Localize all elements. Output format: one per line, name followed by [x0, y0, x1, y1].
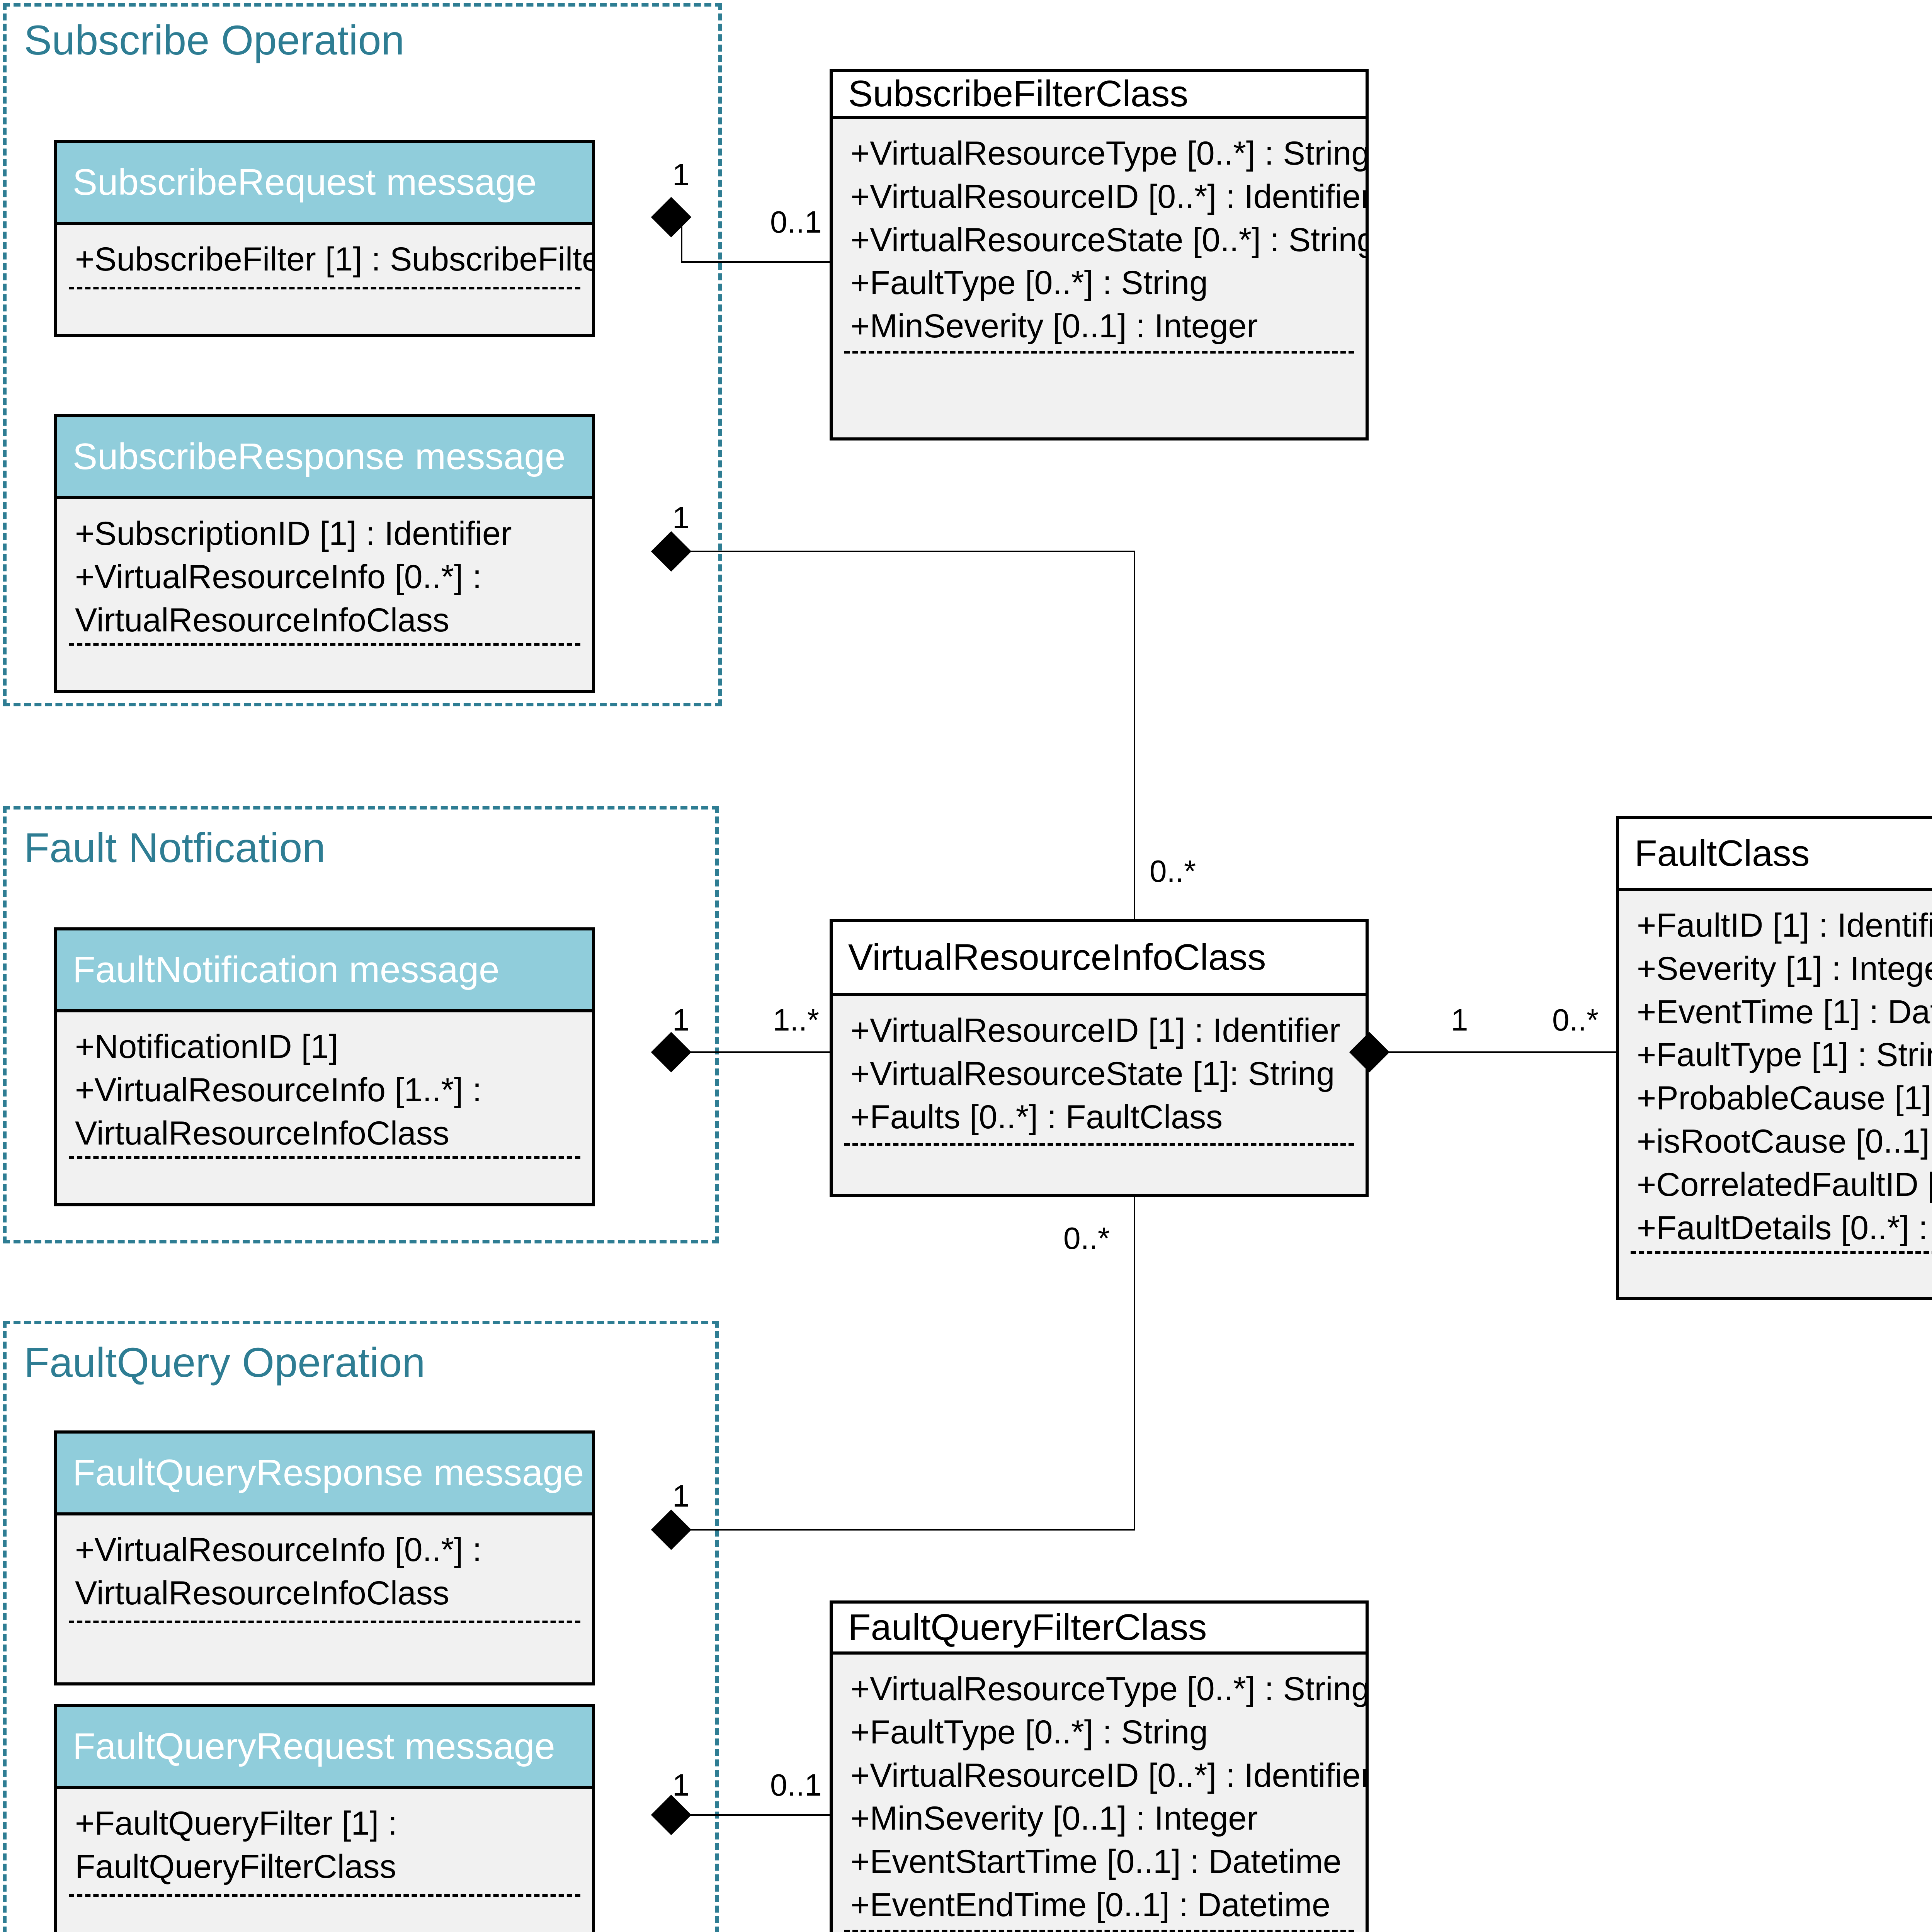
multiplicity-a1-source: 1	[672, 157, 690, 192]
connector-a1-horizontal	[681, 261, 830, 263]
box-title-subscribe-response: SubscribeResponse message	[57, 417, 592, 499]
box-subscribe-request[interactable]: SubscribeRequest message +SubscribeFilte…	[54, 140, 595, 337]
box-title-virtual-resource-info-class: VirtualResourceInfoClass	[833, 922, 1366, 996]
box-faultquery-filter-class[interactable]: FaultQueryFilterClass +VirtualResourceTy…	[830, 1600, 1369, 1932]
box-body-subscribe-response: +SubscriptionID [1] : Identifier +Virtua…	[57, 499, 592, 690]
box-virtual-resource-info-class[interactable]: VirtualResourceInfoClass +VirtualResourc…	[830, 919, 1369, 1197]
box-body-subscribe-filter-class: +VirtualResourceType [0..*] : String +Vi…	[833, 119, 1369, 437]
connector-a3-horizontal	[681, 1051, 832, 1053]
attribute-row: +FaultType [1] : String	[1637, 1036, 1932, 1074]
attribute-separator	[844, 351, 1354, 354]
attribute-row: +Severity [1] : Integer	[1637, 950, 1932, 987]
multiplicity-a4-target: 0..*	[1552, 1003, 1599, 1037]
box-body-faultquery-response: +VirtualResourceInfo [0..*] : VirtualRes…	[57, 1515, 592, 1682]
connector-a1-vertical	[681, 216, 682, 262]
attribute-row: +VirtualResourceInfo [1..*] : VirtualRes…	[75, 1071, 482, 1152]
connector-a5-vertical	[1134, 1196, 1135, 1529]
multiplicity-a5-target: 0..*	[1063, 1221, 1110, 1255]
attribute-separator	[69, 1894, 580, 1897]
box-body-fault-class: +FaultID [1] : Identifier +Severity [1] …	[1619, 891, 1932, 1297]
group-frame-faultquery	[3, 1321, 719, 1932]
attribute-separator	[69, 287, 580, 289]
box-title-subscribe-request: SubscribeRequest message	[57, 143, 592, 225]
attribute-row: +FaultType [0..*] : String	[850, 264, 1208, 302]
box-body-fault-notification-message: +NotificationID [1] +VirtualResourceInfo…	[57, 1012, 592, 1203]
attribute-row: +CorrelatedFaultID [0..*] : Identifier	[1637, 1166, 1932, 1203]
connector-a2-vertical	[1134, 551, 1135, 920]
attribute-row: +SubscriptionID [1] : Identifier	[75, 515, 512, 552]
box-title-faultquery-filter-class: FaultQueryFilterClass	[833, 1604, 1366, 1655]
attribute-row: +VirtualResourceInfo [0..*] : VirtualRes…	[75, 558, 482, 639]
attribute-separator	[1631, 1251, 1932, 1254]
box-title-fault-class: FaultClass	[1619, 819, 1932, 891]
attribute-row: +MinSeverity [0..1] : Integer	[850, 308, 1258, 345]
attribute-row: +MinSeverity [0..1] : Integer	[850, 1800, 1258, 1837]
attribute-row: +VirtualResourceID [1] : Identifier	[850, 1012, 1340, 1049]
multiplicity-a2-source: 1	[672, 500, 690, 535]
box-fault-class[interactable]: FaultClass +FaultID [1] : Identifier +Se…	[1616, 816, 1932, 1300]
attribute-separator	[844, 1143, 1354, 1146]
attribute-row: +NotificationID [1]	[75, 1028, 338, 1065]
box-title-subscribe-filter-class: SubscribeFilterClass	[833, 72, 1366, 119]
multiplicity-a3-target: 1..*	[773, 1003, 820, 1037]
box-faultquery-request[interactable]: FaultQueryRequest message +FaultQueryFil…	[54, 1704, 595, 1932]
attribute-row: +SubscribeFilter [1] : SubscribeFilterCl…	[75, 241, 592, 278]
multiplicity-a5-source: 1	[672, 1479, 690, 1513]
box-body-faultquery-filter-class: +VirtualResourceType [0..*] : String +Fa…	[833, 1655, 1366, 1932]
attribute-row: +FaultQueryFilter [1] : FaultQueryFilter…	[75, 1805, 398, 1885]
multiplicity-a1-target: 0..1	[770, 205, 822, 239]
connector-a2-horizontal	[681, 551, 1135, 552]
attribute-row: +EventTime [1] : Datetime	[1637, 993, 1932, 1031]
attribute-row: +VirtualResourceID [0..*] : Identifier	[850, 1757, 1369, 1794]
group-frame-fault-notification	[3, 806, 719, 1243]
multiplicity-a6-target: 0..1	[770, 1768, 822, 1802]
group-title-faultquery: FaultQuery Operation	[24, 1339, 425, 1386]
attribute-row: +EventStartTime [0..1] : Datetime	[850, 1843, 1342, 1881]
multiplicity-a3-source: 1	[672, 1003, 690, 1037]
attribute-row: +isRootCause [0..1] : Boolean	[1637, 1122, 1932, 1160]
attribute-row: +FaultID [1] : Identifier	[1637, 907, 1932, 944]
box-body-virtual-resource-info-class: +VirtualResourceID [1] : Identifier +Vir…	[833, 996, 1366, 1194]
attribute-separator	[69, 643, 580, 646]
multiplicity-a6-source: 1	[672, 1768, 690, 1802]
attribute-row: +EventEndTime [0..1] : Datetime	[850, 1886, 1331, 1923]
box-body-subscribe-request: +SubscribeFilter [1] : SubscribeFilterCl…	[57, 225, 592, 334]
connector-a4-horizontal	[1379, 1051, 1618, 1053]
attribute-row: +FaultType [0..*] : String	[850, 1713, 1208, 1751]
connector-a6-horizontal	[681, 1814, 832, 1816]
attribute-row: +ProbableCause [1]	[1637, 1080, 1932, 1117]
box-faultquery-response[interactable]: FaultQueryResponse message +VirtualResou…	[54, 1430, 595, 1685]
attribute-separator	[844, 1930, 1354, 1932]
attribute-separator	[69, 1621, 580, 1623]
multiplicity-a2-target: 0..*	[1150, 854, 1196, 888]
attribute-row: +VirtualResourceType [0..*] : String	[850, 1670, 1369, 1708]
box-title-faultquery-request: FaultQueryRequest message	[57, 1707, 592, 1789]
group-title-fault-notification: Fault Notfication	[24, 824, 326, 871]
connector-a5-horizontal	[681, 1529, 1135, 1531]
box-subscribe-response[interactable]: SubscribeResponse message +SubscriptionI…	[54, 414, 595, 693]
box-body-faultquery-request: +FaultQueryFilter [1] : FaultQueryFilter…	[57, 1789, 592, 1932]
group-title-subscribe: Subscribe Operation	[24, 17, 405, 63]
attribute-row: +VirtualResourceType [0..*] : String	[850, 135, 1369, 172]
attribute-row: +VirtualResourceInfo [0..*] : VirtualRes…	[75, 1531, 482, 1612]
attribute-row: +FaultDetails [0..*] : Key-Value pairs	[1637, 1209, 1932, 1247]
box-fault-notification-message[interactable]: FaultNotification message +NotificationI…	[54, 927, 595, 1206]
attribute-separator	[69, 1156, 580, 1159]
attribute-row: +VirtualResourceState [0..*] : String	[850, 221, 1369, 259]
attribute-row: +Faults [0..*] : FaultClass	[850, 1098, 1223, 1136]
box-subscribe-filter-class[interactable]: SubscribeFilterClass +VirtualResourceTyp…	[830, 69, 1369, 440]
attribute-row: +VirtualResourceID [0..*] : Identifier	[850, 178, 1369, 215]
multiplicity-a4-source: 1	[1451, 1003, 1468, 1037]
box-title-faultquery-response: FaultQueryResponse message	[57, 1434, 592, 1515]
group-frame-subscribe	[3, 3, 722, 706]
box-title-fault-notification-message: FaultNotification message	[57, 930, 592, 1012]
attribute-row: +VirtualResourceState [1]: String	[850, 1055, 1335, 1092]
